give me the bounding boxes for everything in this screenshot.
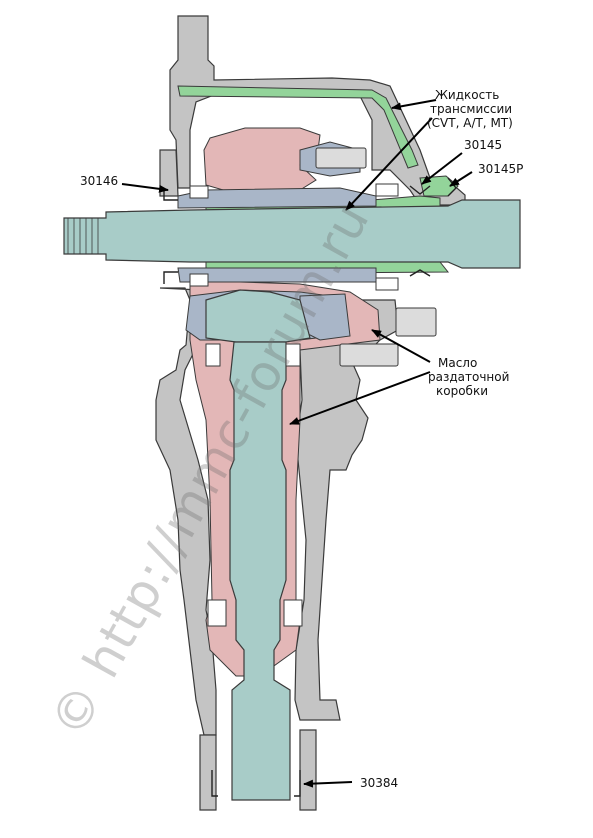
seal-30145 (409, 185, 431, 195)
pinion-head (205, 289, 311, 343)
seal-30145-lower (409, 269, 431, 277)
bottom-sleeve (199, 734, 217, 811)
bolt-right (395, 307, 437, 337)
arrow-30145 (421, 152, 463, 185)
label-part-30145p: 30145P (478, 162, 524, 176)
bearing-pinion-left (205, 343, 221, 367)
input-shaft (63, 199, 521, 269)
leader-lines (121, 99, 473, 788)
seal-30384-right (294, 770, 301, 797)
label-fluid-line3: (CVT, A/T, MT) (427, 116, 513, 130)
output-shaft (205, 289, 311, 801)
label-fluid-line2: трансмиссии (430, 102, 513, 116)
vertical-shaft (229, 341, 291, 801)
arrow-oil-lower (289, 371, 431, 425)
horizontal-shaft (63, 199, 521, 269)
bearing-pinion-right (285, 343, 301, 367)
bolt-upper (315, 147, 367, 169)
label-part-30384: 30384 (360, 776, 399, 790)
label-part-30146: 30146 (80, 174, 119, 188)
arrow-fluid-mid (345, 117, 433, 211)
bearings (189, 183, 399, 627)
arrow-30145p (449, 171, 473, 187)
label-fluid-line1: Жидкость (435, 88, 500, 102)
label-oil-line1: Масло (438, 356, 478, 370)
bearing-upper-left (189, 185, 209, 199)
label-oil-line2: раздаточной (428, 370, 510, 384)
bolts (315, 147, 437, 367)
arrow-fluid-top (391, 99, 437, 111)
shaft-splines (67, 218, 99, 254)
label-oil-line3: коробки (436, 384, 488, 398)
seals (163, 177, 457, 797)
bearing-lower-left (189, 273, 209, 287)
arrow-30146 (121, 183, 169, 193)
label-part-30145: 30145 (464, 138, 503, 152)
arrow-oil-upper (371, 329, 431, 363)
seal-30384-left (211, 770, 218, 797)
bearing-upper-right (375, 183, 399, 197)
bearing-bottom-right (283, 599, 303, 627)
oil-upper-cavity (203, 127, 321, 193)
bolt-lower (339, 343, 399, 367)
seal-30146-lower (163, 271, 178, 284)
bottom-sleeve-right (299, 729, 317, 811)
fluid-top-channel (177, 85, 419, 169)
arrow-30384 (303, 779, 353, 788)
bearing-bottom-left (207, 599, 227, 627)
bearing-lower-right (375, 277, 399, 291)
